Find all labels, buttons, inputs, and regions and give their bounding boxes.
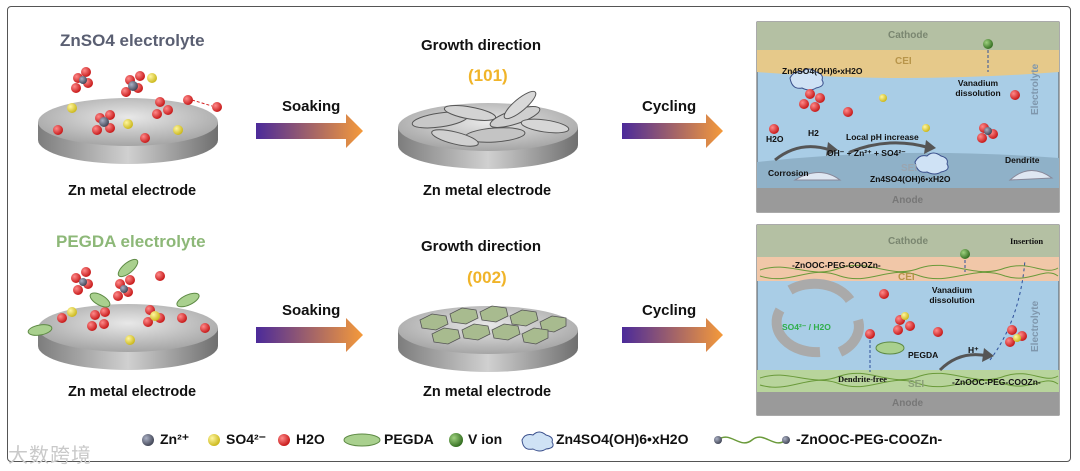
top-electrode-label: Zn metal electrode xyxy=(68,183,197,199)
top-soaking-label: Soaking xyxy=(282,98,341,115)
top-sei-label: SEI xyxy=(901,163,918,174)
top-h2-label: H2 xyxy=(808,128,819,138)
ion-cluster-top-left xyxy=(53,67,222,143)
bottom-electrolyte-title: PEGDA electrolyte xyxy=(56,232,206,251)
top-salt-bottom-label: Zn4SO4(OH)6•xH2O xyxy=(870,174,951,184)
soaking-arrow-top xyxy=(256,114,363,148)
top-plane-label: (101) xyxy=(468,66,508,85)
bottom-cycle-label: SO4²⁻ / H2O xyxy=(782,322,831,332)
top-h2o-label: H2O xyxy=(766,134,784,144)
top-cycling-label: Cycling xyxy=(642,98,697,115)
top-electrode-label-2: Zn metal electrode xyxy=(423,183,552,199)
soaking-arrow-bottom xyxy=(256,318,363,352)
cycling-arrow-top xyxy=(622,114,723,148)
top-reaction-label: OH⁻ + Zn²⁺ + SO4²⁻ xyxy=(827,148,906,158)
top-electrolyte-title: ZnSO4 electrolyte xyxy=(60,31,205,50)
top-local-ph-label: Local pH increase xyxy=(846,132,919,142)
bottom-electrolyte-label: Electrolyte xyxy=(1030,300,1041,352)
bottom-chain-top-label: -ZnOOC-PEG-COOZn- xyxy=(792,260,881,270)
top-salt-top-label: Zn4SO4(OH)6•xH2O xyxy=(782,66,863,76)
bottom-cycling-label: Cycling xyxy=(642,302,697,319)
legend-zn: Zn²⁺ xyxy=(160,431,190,447)
zn-disk-bottom-middle xyxy=(398,305,578,372)
bottom-growth-label: Growth direction xyxy=(421,238,541,255)
bottom-insertion-label: Insertion xyxy=(1010,236,1044,246)
bottom-dendrite-free-label: Dendrite-free xyxy=(838,374,887,384)
zn-disk-top-middle xyxy=(398,90,578,169)
bottom-cathode-label: Cathode xyxy=(888,236,928,247)
legend-h2o: H2O xyxy=(296,431,325,447)
legend-so4: SO4²⁻ xyxy=(226,431,267,447)
top-cei-label: CEI xyxy=(895,56,912,67)
top-cathode-label: Cathode xyxy=(888,30,928,41)
legend-pegda: PEGDA xyxy=(384,431,434,447)
bottom-sei-label: SEI xyxy=(908,379,925,390)
legend-graphics xyxy=(142,431,790,452)
zn-disk-bottom-left xyxy=(38,304,218,370)
bottom-plane-label: (002) xyxy=(467,268,507,287)
cycling-panel-bottom xyxy=(756,224,1060,416)
legend-chain: -ZnOOC-PEG-COOZn- xyxy=(796,431,943,447)
ion-cluster-bottom-left xyxy=(27,258,210,345)
top-dendrite-label: Dendrite xyxy=(1005,155,1040,165)
cycling-panel-top xyxy=(756,21,1060,213)
bottom-cei-label: CEI xyxy=(898,272,915,283)
top-anode-label: Anode xyxy=(892,195,924,206)
cycling-arrow-bottom xyxy=(622,318,723,352)
zn-disk-top-left xyxy=(38,98,218,164)
bottom-electrode-label: Zn metal electrode xyxy=(68,384,197,400)
top-electrolyte-label: Electrolyte xyxy=(1030,63,1041,115)
bottom-pegda-label: PEGDA xyxy=(908,350,939,360)
watermark-text: 大数跨境 xyxy=(8,443,92,467)
legend-salt: Zn4SO4(OH)6•xH2O xyxy=(556,431,689,447)
bottom-chain-bottom-label: -ZnOOC-PEG-COOZn- xyxy=(952,377,1041,387)
legend-v-ion: V ion xyxy=(468,431,503,447)
top-corrosion-label: Corrosion xyxy=(768,168,809,178)
bottom-vanadium-label: Vanadium dissolution xyxy=(929,285,975,305)
top-vanadium-label: Vanadium dissolution xyxy=(955,78,1001,98)
bottom-soaking-label: Soaking xyxy=(282,302,341,319)
bottom-anode-label: Anode xyxy=(892,398,924,409)
top-growth-label: Growth direction xyxy=(421,37,541,54)
bottom-hplus-label: H⁺ xyxy=(968,345,979,355)
bottom-electrode-label-2: Zn metal electrode xyxy=(423,384,552,400)
